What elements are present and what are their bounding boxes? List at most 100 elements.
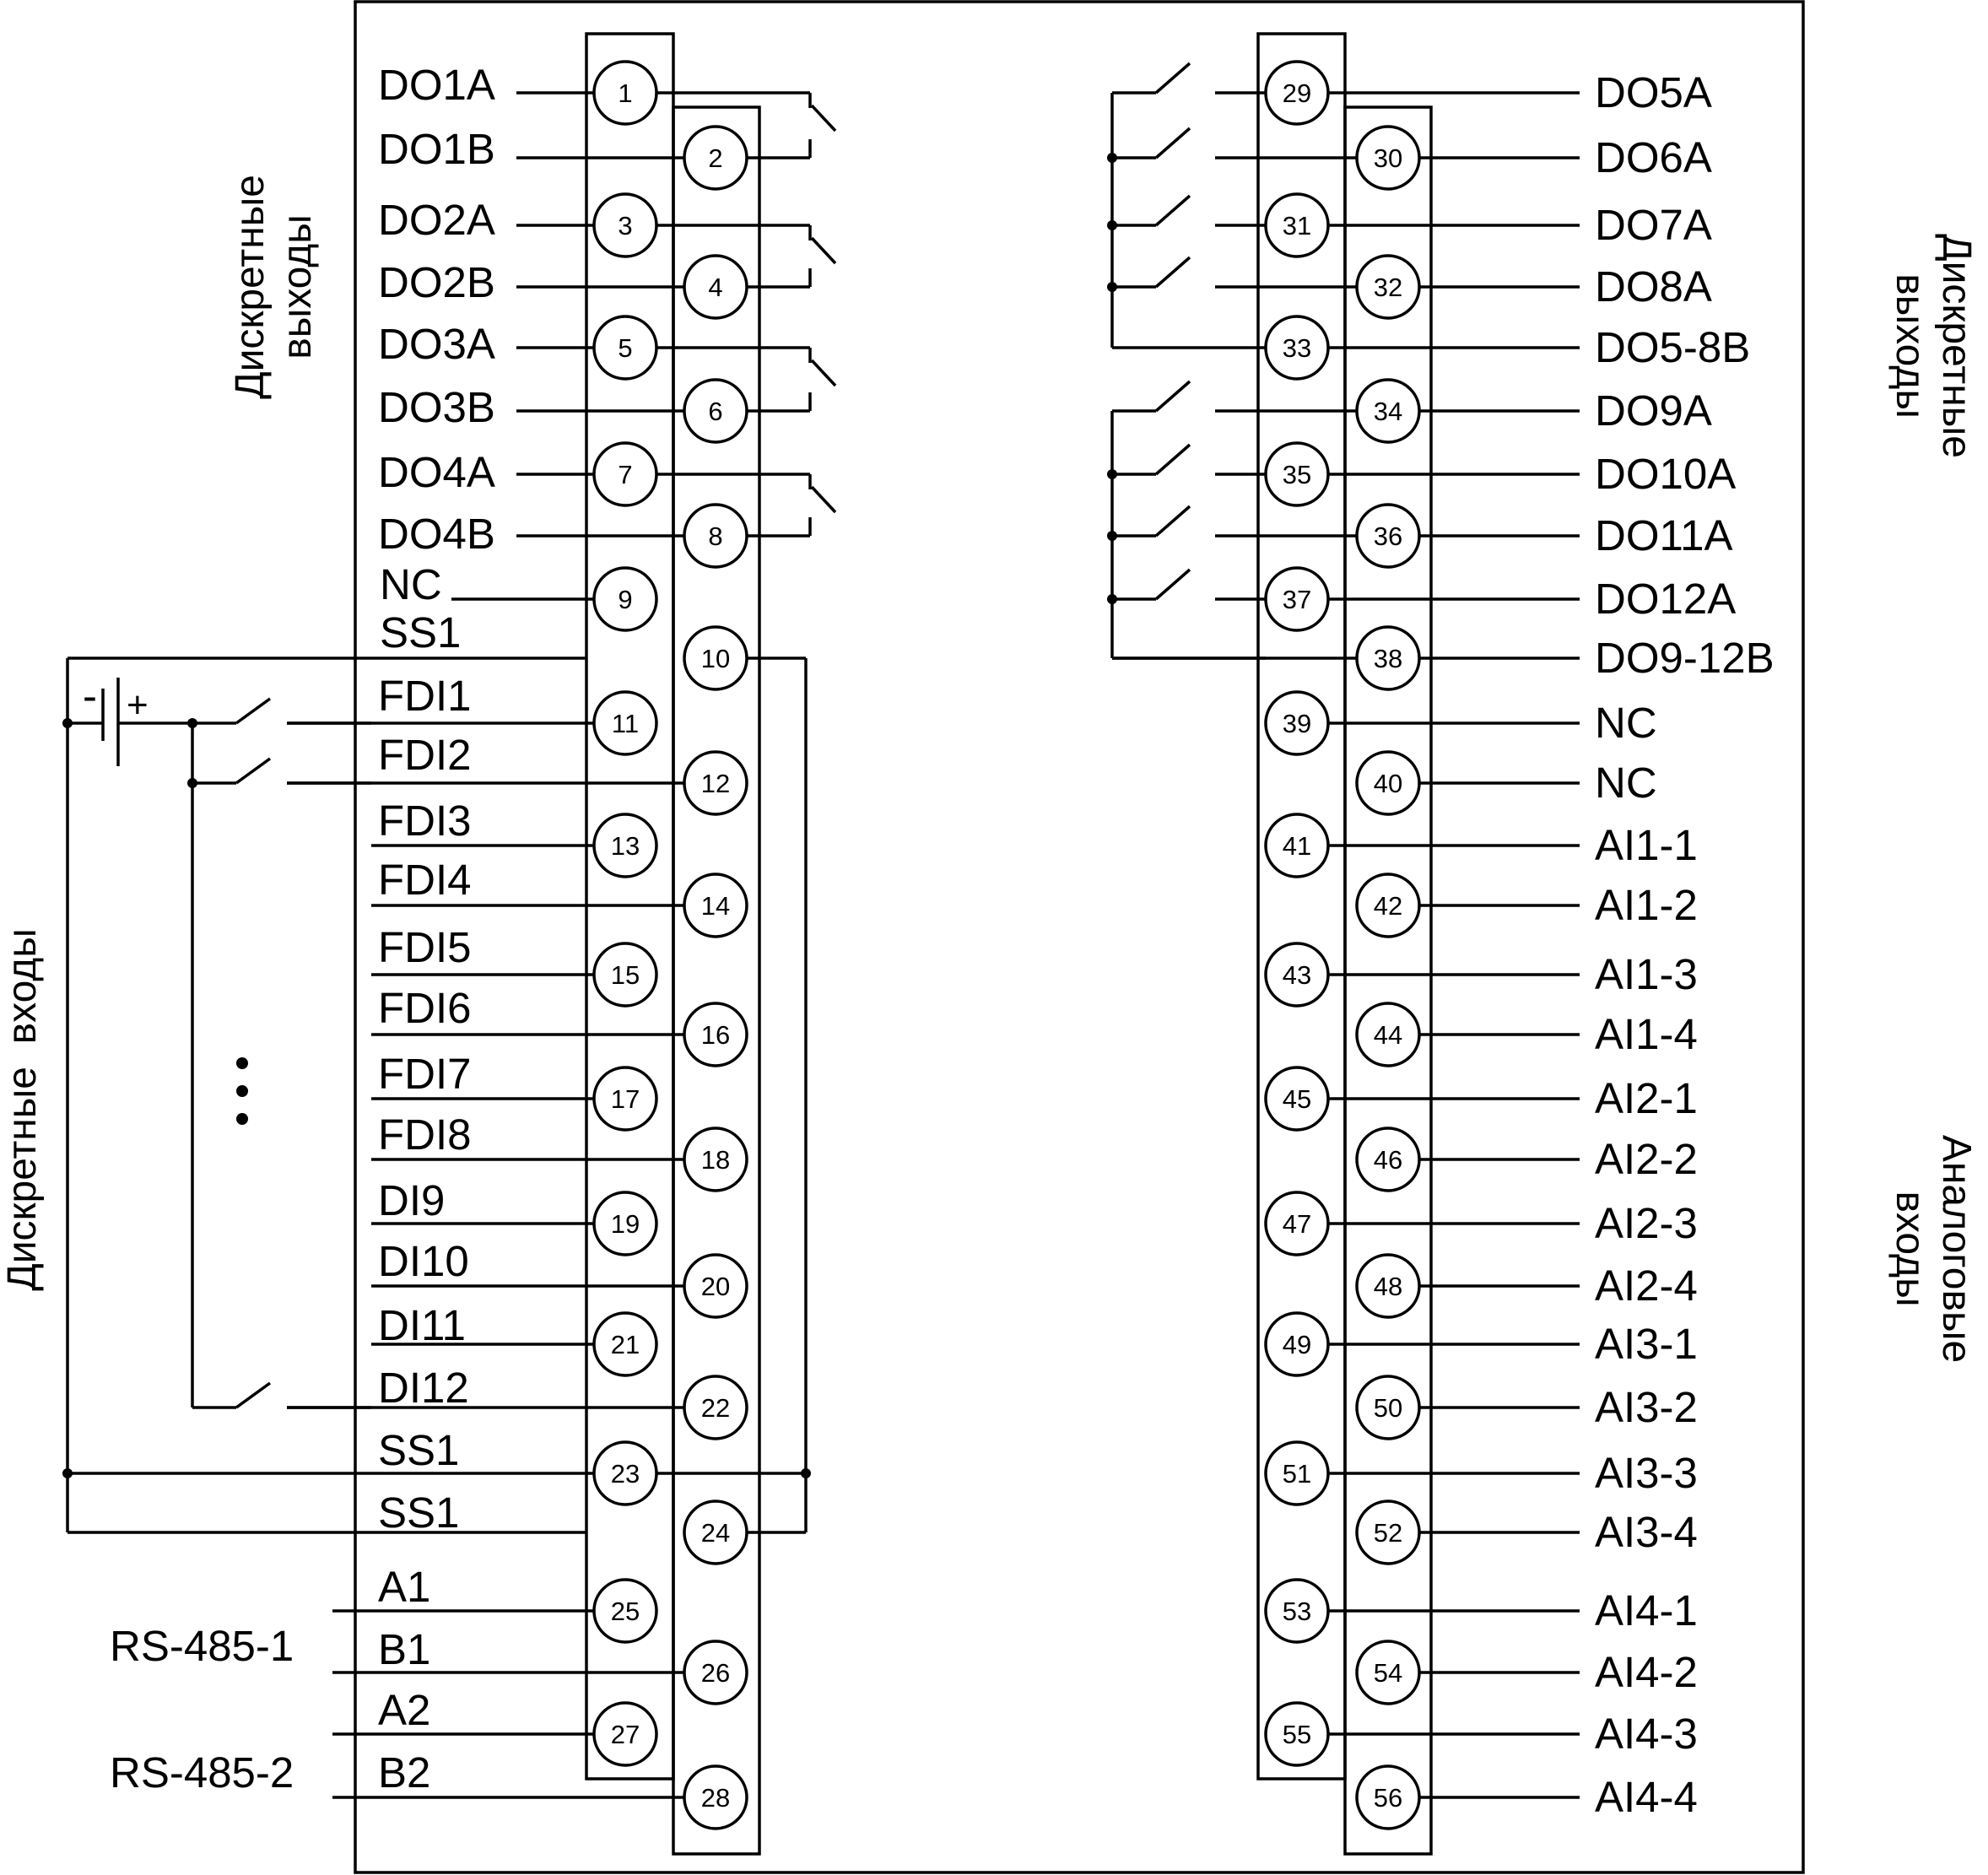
terminal-number: 11 — [612, 709, 639, 738]
terminal-15 — [592, 942, 658, 1008]
terminal-54 — [1355, 1640, 1421, 1705]
terminal-label: B1 — [378, 1625, 430, 1673]
junction-dot — [1107, 282, 1117, 292]
terminal-31 — [1264, 192, 1330, 258]
terminal-number: 43 — [1283, 960, 1311, 990]
junction-dot — [1107, 220, 1117, 230]
terminal-number: 13 — [611, 831, 640, 861]
terminal-label: A1 — [378, 1563, 430, 1611]
terminal-52 — [1355, 1499, 1421, 1565]
terminal-label: B2 — [378, 1748, 430, 1797]
right-analog-title-line1: Аналоговые — [1934, 1135, 1979, 1363]
terminal-number: 2 — [708, 143, 722, 173]
terminal-42 — [1355, 873, 1421, 938]
terminal-number: 14 — [701, 891, 730, 921]
terminal-40 — [1355, 750, 1421, 816]
right-outputs-title-line1: Дискретные — [1934, 234, 1979, 458]
terminal-label: NC — [380, 560, 442, 608]
terminal-number: 5 — [618, 333, 632, 363]
terminal-41 — [1264, 813, 1330, 878]
terminal-label: AI2-1 — [1595, 1074, 1698, 1122]
terminal-number: 28 — [701, 1783, 730, 1813]
terminal-number: 44 — [1374, 1020, 1402, 1050]
terminal-38 — [1355, 625, 1421, 691]
terminal-number: 52 — [1374, 1518, 1402, 1548]
terminal-21 — [592, 1311, 658, 1377]
terminal-number: 17 — [611, 1084, 640, 1114]
junction-dot — [187, 778, 197, 788]
terminal-strip-left-even — [672, 105, 761, 1856]
terminal-44 — [1355, 1002, 1421, 1067]
terminal-label: AI1-4 — [1595, 1010, 1698, 1058]
terminal-label: AI2-2 — [1595, 1135, 1698, 1183]
terminal-36 — [1355, 503, 1421, 569]
junction-dot — [187, 718, 197, 728]
terminal-label: DO3B — [378, 383, 495, 431]
terminal-12 — [683, 750, 748, 816]
terminal-number: 9 — [618, 585, 632, 614]
terminal-label: FDI7 — [378, 1050, 472, 1098]
terminal-number: 41 — [1283, 831, 1311, 861]
terminal-number: 23 — [611, 1459, 640, 1489]
rs485-2-label: RS-485-2 — [110, 1748, 294, 1797]
terminal-47 — [1264, 1191, 1330, 1256]
terminal-number: 48 — [1374, 1272, 1402, 1301]
terminal-label: AI3-3 — [1595, 1449, 1698, 1497]
terminal-55 — [1264, 1701, 1330, 1767]
terminal-label: DO9A — [1595, 386, 1712, 435]
terminal-number: 6 — [708, 397, 722, 426]
terminal-label: DO4B — [378, 510, 495, 558]
terminal-label: DO11A — [1595, 511, 1732, 559]
terminal-13 — [592, 813, 658, 878]
terminal-25 — [592, 1578, 658, 1644]
battery-plus-sign: + — [127, 684, 149, 726]
terminal-label: A2 — [378, 1686, 430, 1734]
terminal-1 — [592, 60, 658, 126]
terminal-34 — [1355, 378, 1421, 444]
terminal-number: 40 — [1374, 769, 1402, 798]
terminal-number: 21 — [611, 1330, 640, 1359]
terminal-label: AI2-3 — [1595, 1199, 1698, 1247]
terminal-29 — [1264, 60, 1330, 126]
terminal-number: 26 — [701, 1658, 730, 1688]
right-outputs-title-line2: выходы — [1888, 273, 1932, 419]
terminal-strip-right-even — [1343, 105, 1433, 1856]
terminal-label: AI4-4 — [1595, 1773, 1698, 1821]
terminal-label: FDI4 — [378, 856, 472, 904]
terminal-24 — [683, 1499, 748, 1565]
terminal-label: AI4-1 — [1595, 1586, 1698, 1635]
left-inputs-title: Дискретные входы — [0, 928, 45, 1291]
terminal-20 — [683, 1253, 748, 1319]
switch-contact — [1154, 443, 1191, 476]
terminal-label: DO9-12B — [1595, 634, 1775, 682]
terminal-number: 12 — [701, 769, 730, 798]
left-outputs-title-line2: выходы — [275, 214, 320, 359]
switch-contact — [235, 697, 272, 725]
switch-contact — [810, 485, 837, 514]
terminal-7 — [592, 441, 658, 507]
terminal-label: AI3-2 — [1595, 1383, 1698, 1431]
terminal-number: 20 — [701, 1272, 730, 1301]
terminal-45 — [1264, 1066, 1330, 1132]
ellipsis-dots — [236, 1057, 248, 1125]
terminal-11 — [592, 690, 658, 756]
terminal-number: 50 — [1374, 1393, 1402, 1423]
terminal-label: FDI3 — [378, 797, 472, 845]
junction-dot — [62, 718, 73, 728]
switch-contact — [1154, 256, 1191, 289]
terminal-26 — [683, 1640, 748, 1705]
terminal-labels: 1DO1A2DO1B3DO2A4DO2B5DO3A6DO3B7DO4A8DO4B… — [378, 61, 1775, 1821]
terminal-label: NC — [1595, 759, 1657, 807]
switch-contact — [1154, 380, 1191, 413]
terminal-number: 39 — [1283, 709, 1311, 738]
terminal-label: FDI5 — [378, 923, 472, 971]
terminal-label: DO5-8B — [1595, 323, 1750, 371]
terminal-32 — [1355, 254, 1421, 320]
terminal-label: FDI2 — [378, 731, 472, 779]
terminal-number: 15 — [611, 960, 640, 990]
terminal-label: DO12A — [1595, 575, 1736, 623]
terminal-number: 30 — [1374, 143, 1402, 173]
terminal-number: 33 — [1283, 333, 1311, 363]
junction-dot — [1107, 531, 1117, 541]
terminal-number: 36 — [1374, 521, 1402, 551]
